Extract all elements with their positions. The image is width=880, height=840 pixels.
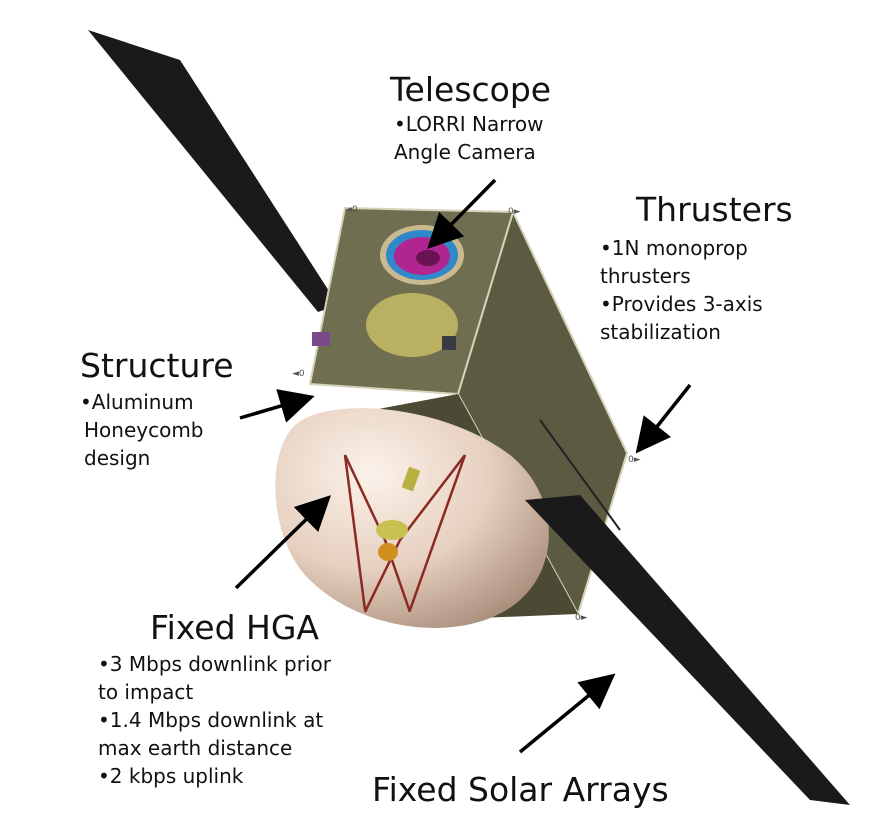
hga-dish: [275, 408, 549, 628]
thruster-tag-3: ◄0: [292, 369, 305, 379]
body-shadow-line: [539, 419, 621, 531]
thruster-tag-4: 0►: [628, 455, 641, 465]
callout-thrusters-bullet-1: 1N monoprop: [600, 234, 793, 262]
thruster-tag-1: ◄0: [345, 205, 358, 215]
callout-structure-bullet-3: design: [84, 446, 151, 470]
secondary-disc: [366, 293, 458, 357]
thruster-tag-6: 0►: [575, 613, 588, 623]
callout-thrusters-bullet-4: stabilization: [600, 320, 721, 344]
callout-hga-bullet-4: max earth distance: [98, 736, 293, 760]
hga-feed: [376, 520, 408, 540]
thruster-right: [442, 336, 456, 350]
callout-thrusters-bullet-3: Provides 3-axis: [600, 290, 793, 318]
callout-hga: Fixed HGA 3 Mbps downlink prior to impac…: [98, 608, 331, 790]
callout-telescope-bullet-1: LORRI Narrow: [394, 110, 551, 138]
arrow-hga: [234, 495, 332, 590]
arrow-telescope: [427, 178, 497, 249]
solar-array-lower-right: [525, 495, 850, 805]
callout-structure: Structure Aluminum Honeycomb design: [80, 346, 234, 472]
callout-thrusters: Thrusters 1N monoprop thrusters Provides…: [600, 190, 793, 346]
thruster-left: [312, 332, 330, 346]
callout-solar-title: Fixed Solar Arrays: [372, 770, 669, 809]
solar-array-upper-left: [88, 30, 338, 312]
callout-structure-title: Structure: [80, 346, 234, 385]
callout-telescope-title: Telescope: [390, 70, 552, 109]
hga-bracket: [401, 466, 421, 492]
callout-telescope-bullet-2: Angle Camera: [394, 140, 536, 164]
arrow-solar: [518, 673, 616, 754]
callout-thrusters-bullet-2: thrusters: [600, 264, 691, 288]
callout-structure-bullet-2: Honeycomb: [84, 418, 204, 442]
hga-mount: [378, 543, 398, 561]
thruster-tag-2: 0►: [508, 207, 521, 217]
callout-structure-bullet-1: Aluminum: [80, 388, 234, 416]
callout-thrusters-title: Thrusters: [636, 190, 793, 229]
telescope-core: [416, 250, 440, 266]
callout-hga-bullet-5: 2 kbps uplink: [98, 762, 331, 790]
callout-hga-title: Fixed HGA: [150, 608, 319, 647]
arrow-thrusters: [635, 383, 692, 454]
callout-hga-bullet-1: 3 Mbps downlink prior: [98, 650, 331, 678]
arrow-structure: [239, 389, 315, 423]
callout-hga-bullet-3: 1.4 Mbps downlink at: [98, 706, 331, 734]
callout-telescope: Telescope LORRI Narrow Angle Camera: [390, 70, 551, 166]
hga-feed-struts: [343, 454, 467, 613]
callout-hga-bullet-2: to impact: [98, 680, 194, 704]
